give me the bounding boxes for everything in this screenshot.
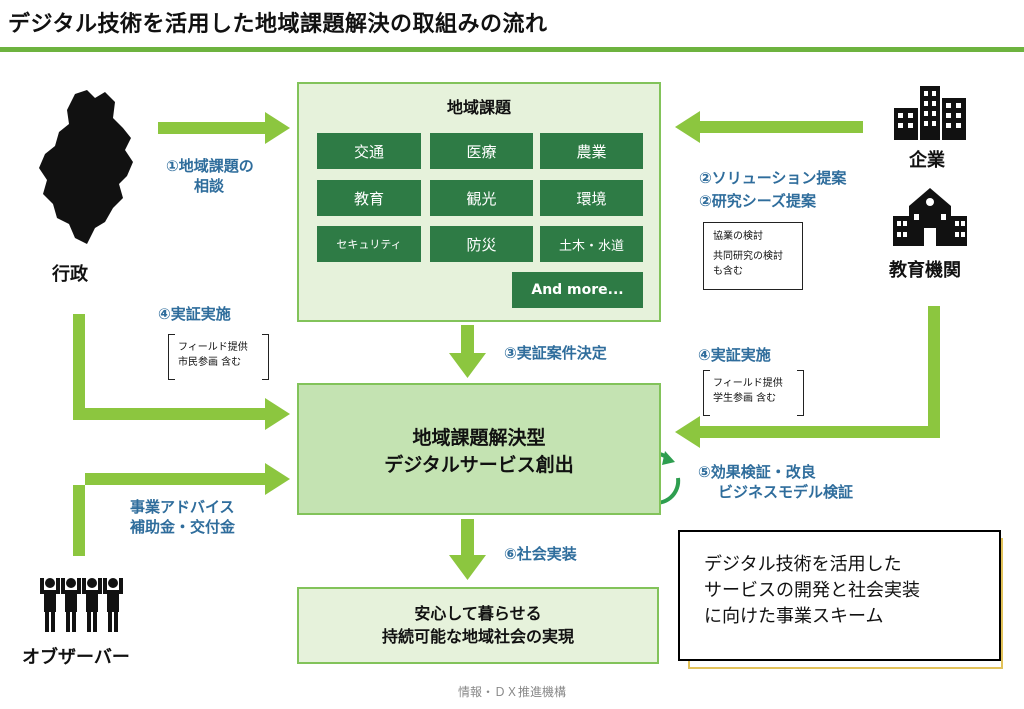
arrow-edu-to-center bbox=[675, 306, 940, 448]
step1-line2: 相談 bbox=[194, 177, 225, 195]
title-underline bbox=[0, 47, 1024, 52]
step4-left-note-line1: フィールド提供 bbox=[178, 342, 248, 353]
step4-right-note-line2: 学生参画 含む bbox=[713, 393, 777, 404]
actor-observer: オブザーバー bbox=[22, 647, 130, 668]
step6-label: ⑥社会実装 bbox=[504, 545, 577, 563]
issue-cell: 教育 bbox=[317, 180, 421, 216]
prefecture-map-icon bbox=[39, 90, 133, 244]
people-icon bbox=[40, 578, 123, 632]
issue-cell: 土木・水道 bbox=[540, 226, 643, 262]
arrow-gov-to-center bbox=[73, 314, 290, 430]
arrow-icon bbox=[73, 111, 940, 580]
advice-line1: 事業アドバイス bbox=[130, 498, 235, 516]
school-icon bbox=[893, 188, 967, 246]
arrow-gov-to-issues bbox=[158, 112, 290, 144]
step4-right-note-line1: フィールド提供 bbox=[713, 378, 783, 389]
service-creation-text: 地域課題解決型 デジタルサービス創出 bbox=[297, 425, 661, 479]
scheme-line2: サービスの開発と社会実装 bbox=[704, 580, 920, 601]
step4-left-note-right-bracket bbox=[262, 334, 269, 380]
service-creation-line2: デジタルサービス創出 bbox=[384, 454, 574, 476]
step3-label: ③実証案件決定 bbox=[504, 344, 607, 362]
goal-text: 安心して暮らせる 持続可能な地域社会の実現 bbox=[297, 602, 659, 648]
step1-line1: ①地域課題の bbox=[166, 157, 254, 175]
footer-org: 情報・ＤＸ推進機構 bbox=[457, 685, 566, 699]
step4-left-label: ④実証実施 bbox=[158, 305, 231, 323]
step4-left-note-left-bracket bbox=[168, 334, 175, 380]
scheme-text: デジタル技術を活用した サービスの開発と社会実装 に向けた事業スキーム bbox=[704, 552, 920, 630]
issue-cell: 防災 bbox=[430, 226, 533, 262]
issue-cell: 農業 bbox=[540, 133, 643, 169]
advice-line2: 補助金・交付金 bbox=[130, 518, 236, 536]
step2b-label: ②研究シーズ提案 bbox=[699, 192, 816, 210]
arrow-issues-to-center bbox=[449, 325, 486, 378]
page-title: デジタル技術を活用した地域課題解決の取組みの流れ bbox=[8, 12, 548, 37]
step4-right-note-left-bracket bbox=[703, 370, 710, 416]
step1-label: ①地域課題の 相談 bbox=[166, 156, 254, 196]
scheme-box bbox=[678, 530, 1001, 661]
step2-note: 協業の検討 共同研究の検討 も含む bbox=[713, 229, 783, 279]
issue-cell: セキュリティ bbox=[317, 226, 421, 262]
step2-note-line1: 協業の検討 bbox=[713, 231, 763, 242]
issue-more-cell: And more... bbox=[512, 272, 643, 308]
actor-company: 企業 bbox=[909, 150, 945, 171]
step5-line2: ビジネスモデル検証 bbox=[718, 483, 854, 501]
arrow-observer-to-center bbox=[73, 463, 290, 556]
step2-note-left-bracket bbox=[703, 222, 710, 290]
issue-cell: 交通 bbox=[317, 133, 421, 169]
actor-government: 行政 bbox=[52, 264, 88, 285]
step4-right-note: フィールド提供 学生参画 含む bbox=[713, 376, 783, 406]
goal-box bbox=[297, 587, 659, 664]
issue-cell: 医療 bbox=[430, 133, 533, 169]
building-icon bbox=[894, 86, 966, 140]
arrow-company-to-issues bbox=[675, 111, 863, 143]
step2-note-mask bbox=[704, 223, 800, 287]
scheme-line1: デジタル技術を活用した bbox=[704, 554, 902, 575]
actor-education: 教育機関 bbox=[889, 260, 961, 281]
issue-cell: 観光 bbox=[430, 180, 533, 216]
step5-line1: ⑤効果検証・改良 bbox=[698, 463, 816, 481]
issue-cell: 環境 bbox=[540, 180, 643, 216]
step4-right-label: ④実証実施 bbox=[698, 346, 771, 364]
arrow-center-to-result bbox=[449, 519, 486, 580]
step4-left-note: フィールド提供 市民参画 含む bbox=[178, 340, 248, 370]
service-creation-box bbox=[297, 383, 661, 515]
goal-line1: 安心して暮らせる bbox=[414, 604, 542, 623]
service-creation-line1: 地域課題解決型 bbox=[412, 427, 546, 449]
step5-label: ⑤効果検証・改良 ビジネスモデル検証 bbox=[698, 462, 853, 502]
step2-note-right-bracket bbox=[796, 222, 803, 290]
step2-note-line2: 共同研究の検討 bbox=[713, 251, 783, 262]
step4-left-note-line2: 市民参画 含む bbox=[178, 357, 242, 368]
advice-label: 事業アドバイス 補助金・交付金 bbox=[130, 497, 235, 537]
step4-right-note-right-bracket bbox=[797, 370, 804, 416]
scheme-line3: に向けた事業スキーム bbox=[704, 606, 884, 627]
step2-note-line3: も含む bbox=[713, 266, 743, 277]
step2a-label: ②ソリューション提案 bbox=[699, 169, 847, 187]
goal-line2: 持続可能な地域社会の実現 bbox=[381, 627, 574, 646]
regional-issues-title: 地域課題 bbox=[446, 98, 511, 117]
